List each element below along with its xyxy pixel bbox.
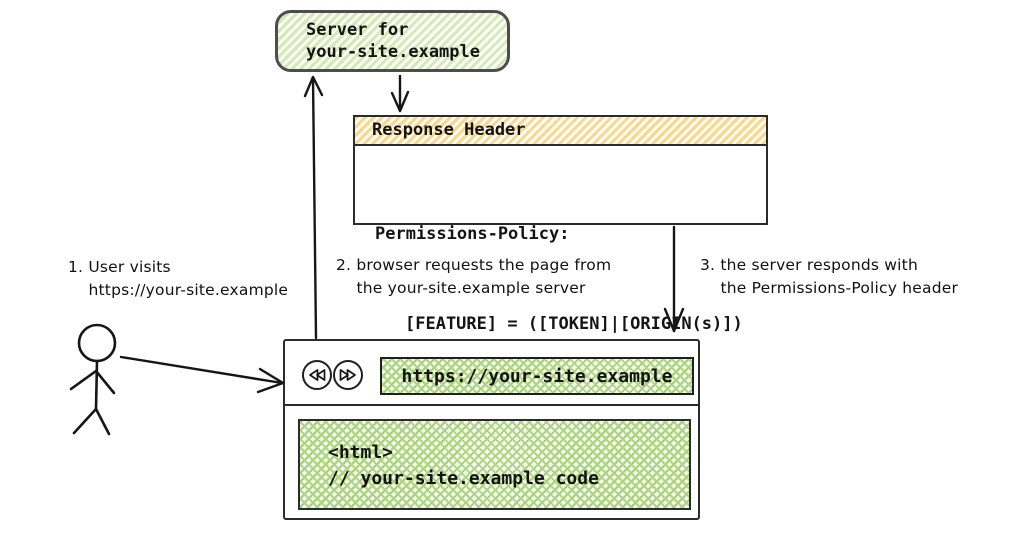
note-browser-requests: 2. browser requests the page from the yo… bbox=[336, 256, 612, 297]
double-triangle-right-icon bbox=[339, 369, 356, 381]
arrow-user-to-browser bbox=[119, 355, 285, 394]
response-header-box: Response Header Permissions-Policy: [FEA… bbox=[353, 115, 768, 334]
response-header-title: Response Header bbox=[355, 117, 766, 146]
note-server-responds: 3. the server responds with the Permissi… bbox=[700, 256, 959, 297]
double-triangle-left-icon bbox=[309, 369, 326, 381]
url-text: https://your-site.example bbox=[401, 365, 673, 387]
note-user-visits: 1. User visits https://your-site.example bbox=[68, 258, 289, 299]
back-button bbox=[302, 360, 332, 390]
server-box-label: Server for your-site.example bbox=[306, 20, 480, 62]
response-header-body: Permissions-Policy: [FEATURE] = ([TOKEN]… bbox=[355, 146, 766, 399]
user-stick-figure bbox=[69, 323, 117, 436]
arrow-server-to-response-header bbox=[390, 74, 410, 113]
response-header-line2: [FEATURE] = ([TOKEN]|[ORIGIN(s)]) bbox=[405, 314, 743, 334]
browser-toolbar: https://your-site.example bbox=[285, 341, 698, 406]
server-box: Server for your-site.example bbox=[275, 10, 510, 72]
page-content-code: <html> // your-site.example code bbox=[328, 442, 599, 489]
browser-window: https://your-site.example <html> // your… bbox=[283, 339, 700, 520]
response-header-line1: Permissions-Policy: bbox=[375, 224, 570, 244]
forward-button bbox=[333, 360, 363, 390]
page-content-box: <html> // your-site.example code bbox=[298, 419, 691, 510]
arrow-browser-to-server bbox=[303, 75, 324, 340]
url-bar: https://your-site.example bbox=[380, 357, 694, 395]
